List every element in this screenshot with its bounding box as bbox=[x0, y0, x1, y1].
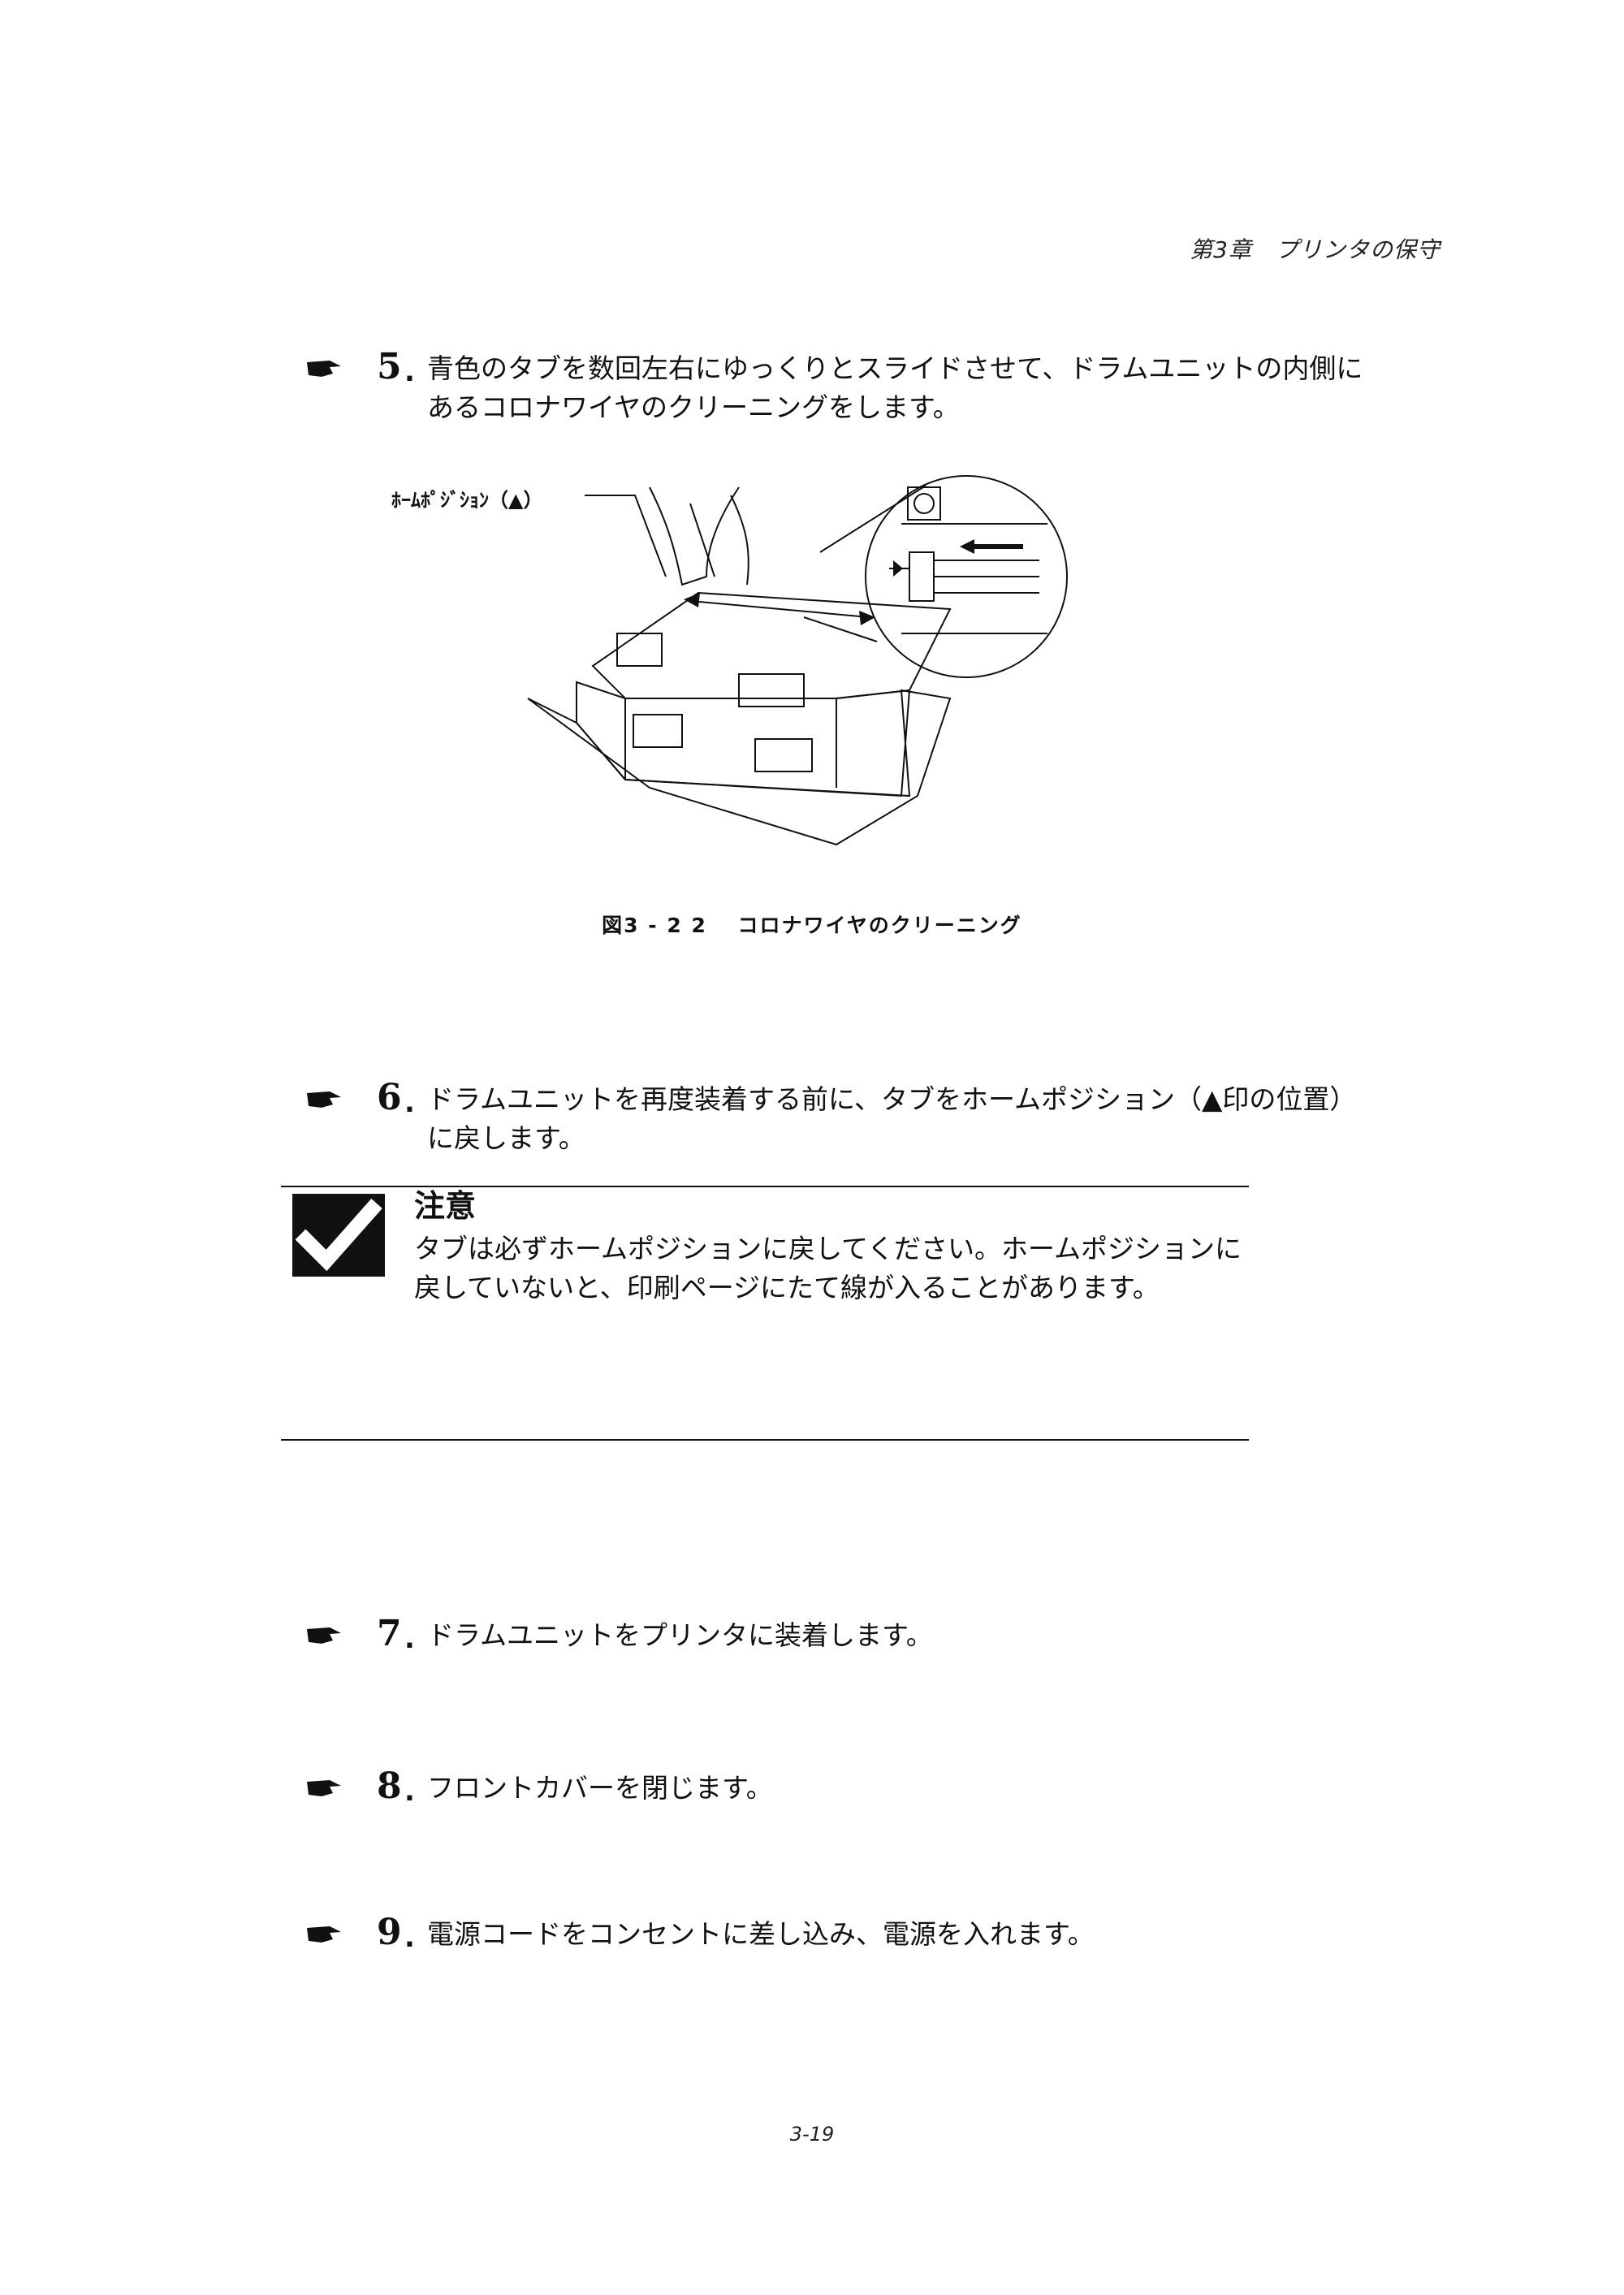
notice-title: 注意 bbox=[414, 1188, 477, 1224]
figure-label-home-position: ﾎｰﾑﾎﾟｼﾞｼｮﾝ（▲） bbox=[391, 489, 543, 512]
page-number: 3-19 bbox=[789, 2123, 835, 2146]
step-text-line1: フロントカバーを閉じます。 bbox=[427, 1772, 773, 1804]
notice-text-line2: 戻していないと、印刷ページにたて線が入ることがあります。 bbox=[414, 1272, 1160, 1303]
step-text-line1: ドラムユニットを再度装着する前に、タブをホームポジション（▲印の位置） bbox=[427, 1083, 1357, 1115]
step-number: 9 bbox=[377, 1912, 402, 1953]
pointing-hand-icon bbox=[307, 361, 341, 377]
pointing-hand-icon bbox=[307, 1926, 341, 1943]
step-text-line1: ドラムユニットをプリンタに装着します。 bbox=[427, 1619, 933, 1651]
figure-caption: 図3 - 2 2 コロナワイヤのクリーニング bbox=[602, 914, 1022, 937]
chapter-header: 第3章 プリンタの保守 bbox=[1190, 236, 1440, 263]
step-number: 8 bbox=[377, 1766, 402, 1807]
notice-text: タブは必ずホームポジションに戻してください。ホームポジションに 戻していないと、… bbox=[414, 1230, 1275, 1307]
figure-corona-wire-cleaning: ﾎｰﾑﾎﾟｼﾞｼｮﾝ（▲） bbox=[382, 455, 1080, 853]
pointing-hand-icon bbox=[307, 1627, 341, 1644]
notice-bottom-rule bbox=[281, 1439, 1249, 1441]
checkmark-icon bbox=[292, 1194, 385, 1277]
step-number: 7 bbox=[377, 1613, 402, 1654]
step-number: 6 bbox=[377, 1077, 402, 1118]
step-text-line1: 電源コードをコンセントに差し込み、電源を入れます。 bbox=[427, 1918, 1095, 1950]
drum-unit-illustration bbox=[527, 475, 1068, 846]
step-text-line2: あるコロナワイヤのクリーニングをします。 bbox=[427, 391, 960, 423]
pointing-hand-icon bbox=[307, 1780, 341, 1796]
step-number: 5 bbox=[377, 346, 402, 387]
notice-text-line1: タブは必ずホームポジションに戻してください。ホームポジションに bbox=[414, 1233, 1242, 1264]
step-text-line1: 青色のタブを数回左右にゆっくりとスライドさせて、ドラムユニットの内側に bbox=[427, 352, 1363, 384]
pointing-hand-icon bbox=[307, 1091, 341, 1108]
step-text-line2: に戻します。 bbox=[427, 1122, 585, 1154]
notice-top-rule bbox=[281, 1186, 1249, 1187]
